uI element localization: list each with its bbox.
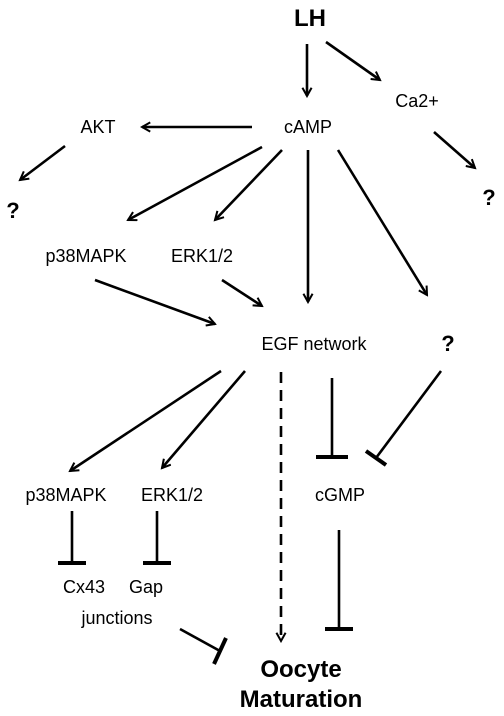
edge-erk-to-egf xyxy=(221,278,262,306)
node-akt: AKT xyxy=(80,117,115,137)
node-ca2: Ca2+ xyxy=(395,91,439,111)
edge-gap-junctions-inhibits-oocyte xyxy=(179,627,228,665)
edge-cgmp-inhibits-oocyte xyxy=(325,530,353,631)
node-cgmp: cGMP xyxy=(315,485,365,505)
edge-camp-to-p38mapk xyxy=(128,145,263,222)
edge-p38mapk-to-egf xyxy=(94,278,215,324)
node-question-ca2: ? xyxy=(482,185,495,210)
node-camp: cAMP xyxy=(284,117,332,137)
inhibition-edges xyxy=(58,370,443,665)
activation-edges xyxy=(20,40,475,471)
node-cx43: Cx43 xyxy=(63,577,105,597)
node-oocyte: Oocyte xyxy=(260,656,341,683)
edge-p38mapk-inhibits-cx43 xyxy=(58,511,86,565)
edge-egf-to-p38mapk xyxy=(70,369,222,471)
edge-lh-to-ca2 xyxy=(325,40,380,80)
edge-egf-to-erk xyxy=(162,370,246,468)
node-gap: Gap xyxy=(129,577,163,597)
edge-camp-to-question xyxy=(336,149,429,295)
edge-camp-to-erk xyxy=(215,149,283,220)
node-question-mid: ? xyxy=(441,331,454,356)
node-maturation: Maturation xyxy=(240,686,363,713)
edge-egf-inhibits-cgmp xyxy=(316,378,348,459)
edge-question-inhibits-cgmp xyxy=(364,370,443,467)
node-question-akt: ? xyxy=(6,198,19,223)
node-p38mapk-bottom: p38MAPK xyxy=(25,485,106,505)
node-p38mapk-top: p38MAPK xyxy=(45,246,126,266)
node-egf-network: EGF network xyxy=(261,334,367,354)
node-lh: LH xyxy=(294,5,326,32)
edge-erk-inhibits-gap xyxy=(143,511,171,565)
node-erk-bottom: ERK1/2 xyxy=(141,485,203,505)
node-erk-top: ERK1/2 xyxy=(171,246,233,266)
edge-akt-to-question xyxy=(20,144,66,180)
edge-ca2-to-question xyxy=(433,131,475,168)
node-junctions: junctions xyxy=(80,608,152,628)
